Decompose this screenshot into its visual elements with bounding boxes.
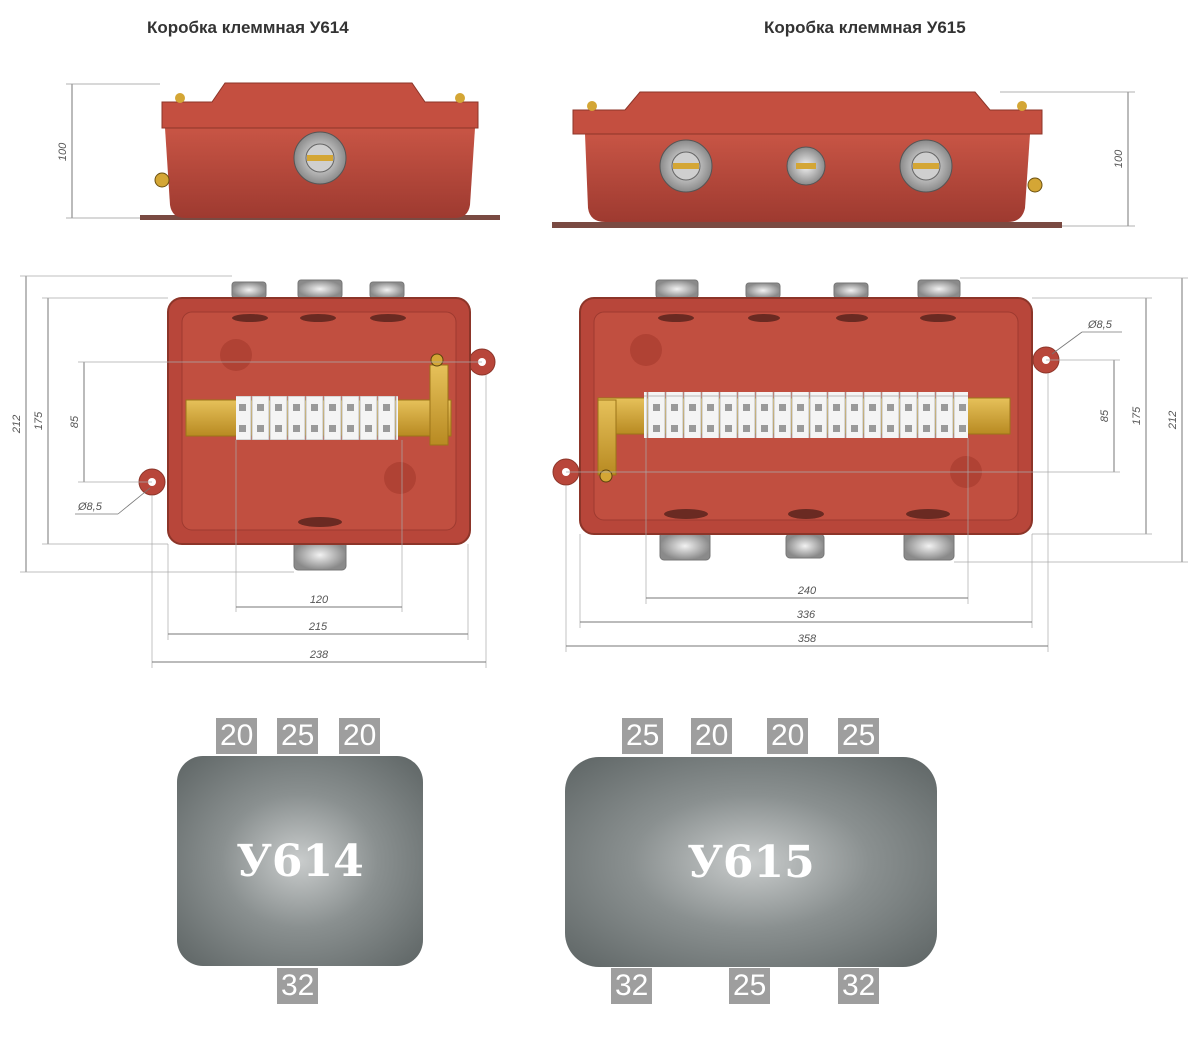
- u614-top-gland-size-3: 20: [339, 718, 381, 754]
- title-u614: Коробка клеммная У614: [147, 18, 349, 37]
- u615-top-dimensions: Ø8,5 85 175 212 240 336 358: [565, 277, 1188, 652]
- ground-bracket: [597, 399, 617, 476]
- u614-schematic-box: У614: [177, 756, 423, 966]
- cable-gland-icon: [231, 281, 267, 299]
- u614-bottom-gland-size-1: 32: [277, 968, 319, 1004]
- u614-dim-terminal-width: 120: [310, 594, 329, 606]
- cable-gland-icon: [833, 282, 869, 299]
- u614-dim-inner-width: 215: [308, 621, 328, 633]
- ground-screw-icon: [430, 353, 444, 367]
- u614-side-view: [140, 82, 500, 220]
- u614-side-lid: [161, 82, 479, 129]
- ground-bracket: [429, 364, 449, 446]
- u615-bottom-gland-size-2: 25: [729, 968, 771, 1004]
- u615-top-gland-size-4: 25: [838, 718, 880, 754]
- u615-dim-height: 100: [1113, 149, 1125, 168]
- u615-dim-outer-height: 212: [1167, 411, 1179, 430]
- bolt-icon: [455, 93, 465, 103]
- u615-top-gland-size-2: 20: [691, 718, 733, 754]
- u615-top-gland-size-1: 25: [622, 718, 664, 754]
- u614-dim-rail-spacing: 85: [69, 415, 81, 428]
- u615-dim-terminal-width: 240: [797, 585, 817, 597]
- bolt-icon: [587, 101, 597, 111]
- ground-lug-icon: [154, 172, 170, 188]
- bolt-icon: [175, 93, 185, 103]
- u614-dim-outer-height: 212: [11, 415, 23, 434]
- u615-dim-outer-width: 358: [798, 633, 817, 645]
- u615-base-plate: [552, 222, 1062, 228]
- cable-gland-icon: [369, 281, 405, 299]
- cable-gland-icon: [785, 533, 825, 559]
- u614-schematic-label: У614: [236, 835, 364, 887]
- u615-dim-inner-height: 175: [1131, 406, 1143, 425]
- u614-top-dimensions: 212 175 85 Ø8,5 120 215 238: [11, 275, 487, 668]
- u615-side-lid: [572, 91, 1043, 135]
- u614-top-view: [138, 279, 496, 571]
- cable-gland-icon: [917, 279, 961, 299]
- u615-height-dimension: 100: [1000, 91, 1135, 227]
- technical-drawing: 100 212 175: [11, 82, 1188, 668]
- cable-gland-icon: [903, 531, 955, 561]
- cable-gland-icon: [297, 279, 343, 299]
- ground-lug-icon: [1027, 177, 1043, 193]
- u615-bottom-gland-size-3: 32: [838, 968, 880, 1004]
- u614-height-dimension: 100: [57, 83, 160, 219]
- terminal-block: [644, 392, 968, 438]
- u614-top-gland-size-1: 20: [216, 718, 258, 754]
- u615-dim-hole: Ø8,5: [1087, 319, 1113, 331]
- cable-gland-icon: [659, 531, 711, 561]
- u615-dim-inner-width: 336: [797, 609, 816, 621]
- u615-schematic-box: У615: [565, 757, 937, 967]
- u615-bottom-gland-size-1: 32: [611, 968, 653, 1004]
- cable-gland-icon: [655, 279, 699, 299]
- ground-screw-icon: [599, 469, 613, 483]
- u614-dim-height: 100: [57, 142, 69, 161]
- u615-schematic-label: У615: [687, 836, 815, 888]
- u615-side-view: [552, 91, 1062, 228]
- u615-top-view: [552, 279, 1060, 561]
- u615-dim-rail-spacing: 85: [1099, 409, 1111, 422]
- terminal-block: [236, 396, 398, 440]
- u615-top-gland-size-3: 20: [767, 718, 809, 754]
- u614-dim-hole: Ø8,5: [77, 501, 103, 513]
- u614-top-gland-size-2: 25: [277, 718, 319, 754]
- cable-gland-icon: [745, 282, 781, 299]
- bolt-icon: [1017, 101, 1027, 111]
- u614-dim-inner-height: 175: [33, 411, 45, 430]
- u614-dim-outer-width: 238: [309, 649, 329, 661]
- title-u615: Коробка клеммная У615: [764, 18, 966, 37]
